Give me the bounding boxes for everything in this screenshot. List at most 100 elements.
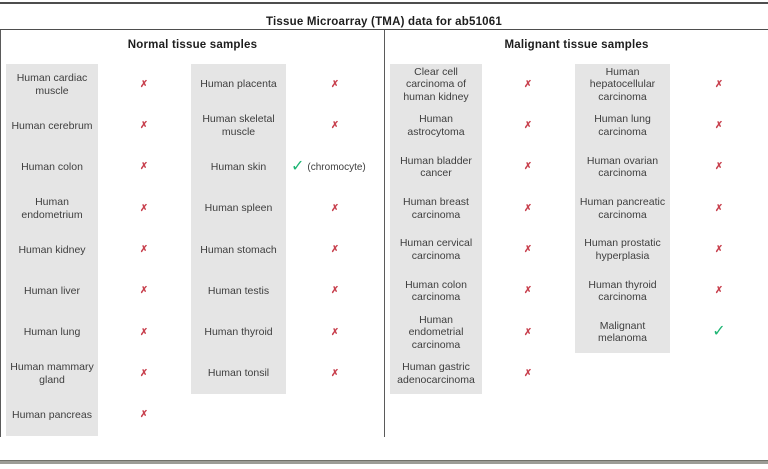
negative-cross-icon: ✗ (715, 120, 723, 132)
result-row: ✗ (286, 105, 384, 146)
negative-cross-icon: ✗ (331, 78, 339, 90)
result-row: ✗ (482, 105, 574, 146)
result-row: ✗ (670, 105, 768, 146)
negative-cross-icon: ✗ (140, 78, 148, 90)
negative-cross-icon: ✗ (524, 161, 532, 173)
result-row: ✗ (98, 394, 190, 435)
tissue-label: Human liver (23, 284, 81, 297)
tissue-label: Human endometrium (21, 196, 83, 221)
section-malignant-tissue: Malignant tissue samples Clear cell carc… (384, 30, 768, 437)
negative-cross-icon: ✗ (140, 326, 148, 338)
negative-cross-icon: ✗ (140, 285, 148, 297)
tissue-label: Human skin (210, 160, 267, 173)
negative-cross-icon: ✗ (524, 202, 532, 214)
result-marks-column: ✗ ✗ ✗ ✗ ✗ ✗ ✓ (670, 64, 768, 353)
result-row: ✓ (670, 312, 768, 353)
tissue-label: Human cervical carcinoma (399, 237, 473, 262)
tissue-label: Human breast carcinoma (403, 196, 469, 221)
tissue-label: Human bladder cancer (400, 154, 472, 180)
result-row: ✗ (98, 270, 190, 311)
result-row: ✗ (286, 353, 384, 394)
negative-cross-icon: ✗ (331, 244, 339, 256)
result-row: ✗ (286, 64, 384, 105)
result-row: ✗ (98, 353, 190, 394)
negative-cross-icon: ✗ (331, 285, 339, 297)
result-marks-column: ✗ ✗ ✓(chromocyte) ✗ ✗ ✗ ✗ ✗ (286, 64, 384, 394)
result-row: ✗ (482, 229, 574, 270)
result-row: ✗ (670, 229, 768, 270)
result-row: ✗ (482, 188, 574, 229)
result-note: (chromocyte) (307, 161, 366, 173)
tissue-label: Human astrocytoma (407, 113, 465, 138)
negative-cross-icon: ✗ (140, 161, 148, 173)
tissue-label: Malignant melanoma (597, 319, 648, 345)
tissue-label: Human prostatic hyperplasia (584, 237, 661, 262)
negative-cross-icon: ✗ (331, 326, 339, 338)
tissue-label: Human thyroid carcinoma (588, 278, 657, 304)
bottom-rule (0, 460, 768, 464)
tissue-label: Human placenta (200, 78, 277, 91)
negative-cross-icon: ✗ (715, 202, 723, 214)
negative-cross-icon: ✗ (524, 285, 532, 297)
result-row: ✗ (286, 270, 384, 311)
result-marks-column: ✗ ✗ ✗ ✗ ✗ ✗ ✗ ✗ (482, 64, 574, 394)
result-row: ✗ (482, 270, 574, 311)
negative-cross-icon: ✗ (331, 120, 339, 132)
negative-cross-icon: ✗ (331, 202, 339, 214)
negative-cross-icon: ✗ (140, 367, 148, 379)
negative-cross-icon: ✗ (524, 367, 532, 379)
result-row: ✗ (286, 312, 384, 353)
result-row: ✗ (286, 188, 384, 229)
negative-cross-icon: ✗ (524, 120, 532, 132)
tissue-label: Human kidney (18, 243, 86, 256)
tissue-label: Human pancreatic carcinoma (579, 196, 666, 221)
negative-cross-icon: ✗ (140, 244, 148, 256)
tma-table: Normal tissue samples Human cardiac musc… (0, 30, 768, 437)
result-row: ✗ (98, 105, 190, 146)
negative-cross-icon: ✗ (715, 285, 723, 297)
tissue-label: Human skeletal muscle (202, 113, 275, 138)
tissue-label: Human colon (21, 160, 83, 173)
title-divider-rule (0, 29, 768, 30)
tissue-label: Human tonsil (207, 367, 270, 380)
result-row: ✓(chromocyte) (286, 147, 384, 188)
tissue-label: Human cerebrum (11, 119, 93, 132)
tissue-label: Human stomach (200, 243, 277, 256)
tissue-label: Human mammary gland (10, 361, 94, 386)
section-header-normal: Normal tissue samples (127, 39, 258, 51)
negative-cross-icon: ✗ (715, 244, 723, 256)
negative-cross-icon: ✗ (331, 367, 339, 379)
section-header-malignant: Malignant tissue samples (504, 39, 649, 51)
result-row: ✗ (482, 312, 574, 353)
tissue-label: Clear cell carcinoma of human kidney (403, 65, 469, 103)
tissue-label: Human pancreas (12, 408, 92, 421)
negative-cross-icon: ✗ (524, 326, 532, 338)
result-row: ✗ (482, 147, 574, 188)
result-row: ✗ (98, 64, 190, 105)
negative-cross-icon: ✗ (715, 78, 723, 90)
tissue-label: Human endometrial carcinoma (408, 313, 464, 351)
result-row: ✗ (98, 229, 190, 270)
result-row: ✗ (670, 147, 768, 188)
tissue-label: Human cardiac muscle (16, 72, 88, 97)
tissue-label: Human lung (23, 326, 81, 339)
result-row: ✗ (482, 353, 574, 394)
top-rule (0, 2, 768, 4)
result-row: ✗ (98, 188, 190, 229)
section-normal-tissue: Normal tissue samples Human cardiac musc… (0, 30, 384, 437)
positive-check-icon: ✓ (712, 323, 726, 341)
result-row: ✗ (670, 188, 768, 229)
result-row: ✗ (670, 64, 768, 105)
negative-cross-icon: ✗ (524, 244, 532, 256)
tissue-label: Human thyroid (204, 326, 273, 339)
tissue-label: Human gastric adenocarcinoma (397, 361, 475, 386)
negative-cross-icon: ✗ (140, 202, 148, 214)
result-row: ✗ (286, 229, 384, 270)
negative-cross-icon: ✗ (524, 78, 532, 90)
tissue-label: Human lung carcinoma (594, 113, 651, 138)
